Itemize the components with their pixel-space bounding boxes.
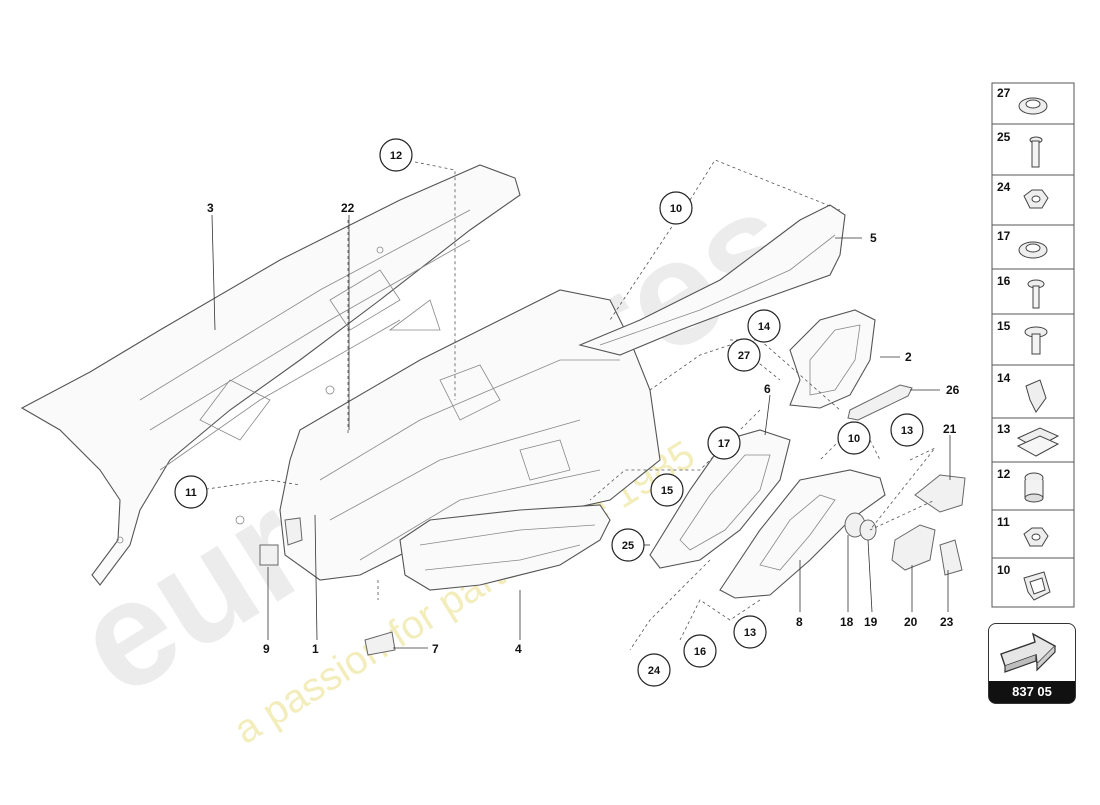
spring-clip-icon [1025, 379, 1047, 413]
callout-24: 24 [648, 665, 661, 677]
part-label-5: 5 [870, 231, 877, 245]
part-label-4: 4 [515, 642, 522, 656]
callout-25: 25 [622, 540, 634, 552]
u-clip-icon [1023, 571, 1051, 601]
fastener-13-label: 13 [997, 422, 1011, 436]
part-label-2: 2 [905, 350, 912, 364]
part-label-1: 1 [312, 642, 319, 656]
callout-12: 12 [390, 150, 402, 162]
armrest-frame [649, 429, 791, 569]
part-label-22: 22 [341, 201, 355, 215]
part-label-3: 3 [207, 201, 214, 215]
handle-trim [719, 469, 886, 599]
diagram-reference-number: 837 05 [989, 681, 1075, 703]
fastener-25-label: 25 [997, 130, 1011, 144]
leader-lines [211, 214, 951, 649]
collar-screw-icon [1024, 326, 1048, 355]
upper-trim-strip [578, 204, 846, 356]
fastener-11-label: 11 [997, 515, 1010, 529]
part-label-18: 18 [840, 615, 854, 629]
fastener-17-label: 17 [997, 229, 1011, 243]
clip-nut-icon [1018, 97, 1048, 115]
fastener-12-label: 12 [997, 467, 1011, 481]
callout-13-lower: 13 [744, 627, 756, 639]
fastener-15-label: 15 [997, 319, 1011, 333]
fastener-24-label: 24 [997, 180, 1011, 194]
grille-strip [847, 384, 913, 421]
callout-17: 17 [718, 438, 730, 450]
callout-10-lower: 10 [848, 433, 860, 445]
part-label-6: 6 [764, 382, 771, 396]
door-outer-shell [20, 164, 521, 586]
screw-icon [1027, 279, 1045, 309]
door-trim-panel [399, 504, 611, 591]
fastener-10-label: 10 [997, 563, 1011, 577]
part-label-19: 19 [864, 615, 878, 629]
callout-27: 27 [738, 350, 750, 362]
forward-arrow-icon [1000, 632, 1057, 673]
bolt-icon [1029, 136, 1043, 168]
callout-14: 14 [758, 321, 771, 333]
part-label-8: 8 [796, 615, 803, 629]
fastener-panel: 27 25 24 17 16 15 14 13 12 11 10 [991, 82, 1075, 608]
small-components [259, 474, 966, 656]
speaker-surround-trim [789, 309, 876, 409]
fastener-27-label: 27 [997, 86, 1011, 100]
part-label-23: 23 [940, 615, 954, 629]
callout-10-upper: 10 [670, 203, 682, 215]
part-label-26: 26 [946, 383, 960, 397]
callout-13-upper: 13 [901, 425, 913, 437]
callout-15: 15 [661, 485, 673, 497]
part-label-9: 9 [263, 642, 270, 656]
part-label-21: 21 [943, 422, 957, 436]
expansion-nut-icon [1024, 472, 1044, 503]
hex-nut-icon [1023, 527, 1049, 547]
part-label-20: 20 [904, 615, 918, 629]
callout-16: 16 [694, 646, 706, 658]
callout-11: 11 [185, 487, 197, 499]
hex-nut-icon [1023, 189, 1049, 209]
part-label-7: 7 [432, 642, 439, 656]
callouts: 12 10 14 27 17 10 13 11 15 25 13 16 24 [174, 138, 924, 687]
fastener-14-label: 14 [997, 371, 1011, 385]
reference-box: 837 05 [988, 623, 1076, 704]
retainer-clip-icon [1016, 427, 1060, 457]
part-labels: 3 22 5 2 26 6 21 9 1 7 4 8 18 19 20 23 [207, 201, 960, 656]
fastener-16-label: 16 [997, 274, 1011, 288]
clip-nut-icon [1018, 241, 1048, 259]
